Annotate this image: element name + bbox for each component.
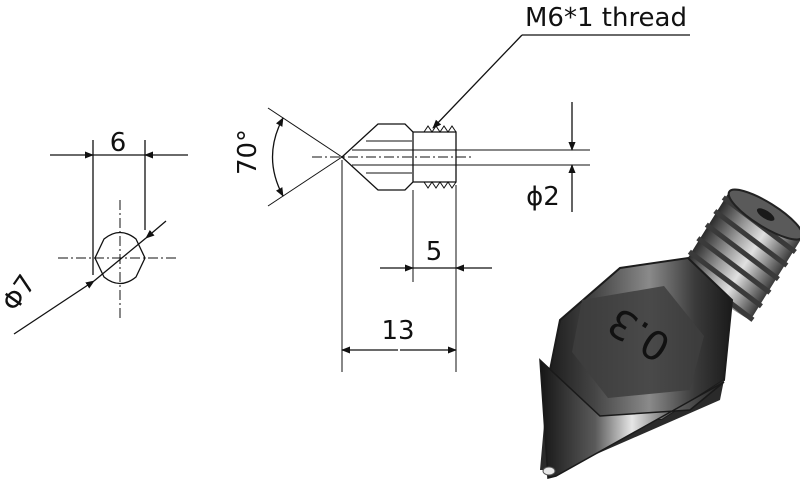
thread-leader-arrow [432,34,523,129]
angle-ray-lower [267,156,343,207]
diameter-line [93,237,147,282]
hex-front-face [572,286,704,398]
diameter-arrow-lower [13,280,95,335]
bore-opening [756,208,775,221]
hex-outline [94,231,146,285]
label-thread: M6*1 thread [525,3,687,33]
angle-arc [271,117,284,197]
angle-ray-upper [267,107,343,158]
label-diameter-7: Φ7 [0,270,42,318]
label-diameter-2: ϕ2 [526,182,560,212]
label-width-6: 6 [110,128,127,158]
cone-body [539,358,725,479]
nozzle-cone-hex-outline [341,123,414,191]
nozzle-tip [542,466,556,476]
end-view: 6 Φ7 [0,128,188,335]
label-length-13: 13 [381,316,414,346]
label-length-5: 5 [426,237,443,267]
diameter-arrow-upper [145,220,167,239]
thread-teeth-top [423,125,457,133]
side-view: 70° M6*1 thread ϕ2 5 13 [233,3,690,372]
label-angle-70: 70° [233,129,263,175]
thread-teeth-bottom [423,181,457,189]
nozzle-product-image: 0.3 [539,188,800,479]
